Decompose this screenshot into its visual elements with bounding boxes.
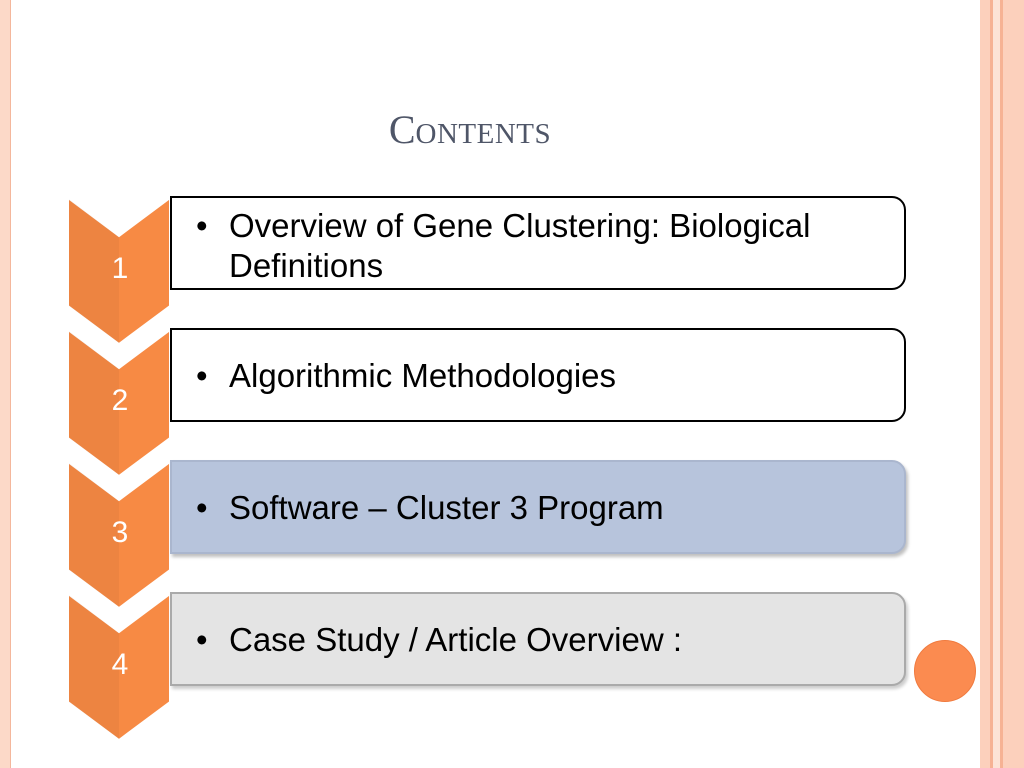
- frame-stripe: [990, 0, 993, 768]
- chevron-shape: [66, 196, 174, 346]
- item-text-box: • Software – Cluster 3 Program: [170, 460, 906, 554]
- item-text-box: • Overview of Gene Clustering: Biologica…: [170, 196, 906, 290]
- item-number: 4: [111, 648, 129, 681]
- contents-item-3: 3 • Software – Cluster 3 Program: [66, 460, 908, 610]
- title-rest: ONTENTS: [415, 118, 552, 150]
- frame-stripe: [980, 0, 990, 768]
- bullet-line: • Software – Cluster 3 Program: [196, 488, 884, 528]
- item-text-box: • Case Study / Article Overview :: [170, 592, 906, 686]
- contents-item-1: 1 • Overview of Gene Clustering: Biologi…: [66, 196, 908, 346]
- left-frame-stripe: [0, 0, 11, 768]
- item-text: Software – Cluster 3 Program: [229, 489, 664, 526]
- contents-item-4: 4 • Case Study / Article Overview :: [66, 592, 908, 742]
- item-text: Overview of Gene Clustering: Biological …: [229, 207, 811, 284]
- item-number: 1: [111, 252, 129, 285]
- bullet-glyph: •: [196, 357, 208, 394]
- item-text: Case Study / Article Overview :: [229, 621, 682, 658]
- title-initial: C: [388, 107, 416, 152]
- bullet-glyph: •: [196, 207, 208, 244]
- item-number: 2: [111, 384, 129, 417]
- bullet-line: • Case Study / Article Overview :: [196, 620, 884, 660]
- item-text-box: • Algorithmic Methodologies: [170, 328, 906, 422]
- bullet-glyph: •: [196, 489, 208, 526]
- bullet-line: • Overview of Gene Clustering: Biologica…: [196, 206, 884, 286]
- frame-stripe: [1000, 0, 1003, 768]
- item-number: 3: [111, 516, 129, 549]
- chevron-shape: [66, 460, 174, 610]
- decorative-circle: [914, 640, 976, 702]
- item-text: Algorithmic Methodologies: [229, 357, 617, 394]
- chevron-shape: [66, 592, 174, 742]
- chevron-shape: [66, 328, 174, 478]
- bullet-glyph: •: [196, 621, 208, 658]
- frame-stripe: [1003, 0, 1024, 768]
- contents-item-2: 2 • Algorithmic Methodologies: [66, 328, 908, 478]
- frame-stripe: [993, 0, 1000, 768]
- bullet-line: • Algorithmic Methodologies: [196, 356, 884, 396]
- slide-title: CONTENTS: [0, 108, 940, 156]
